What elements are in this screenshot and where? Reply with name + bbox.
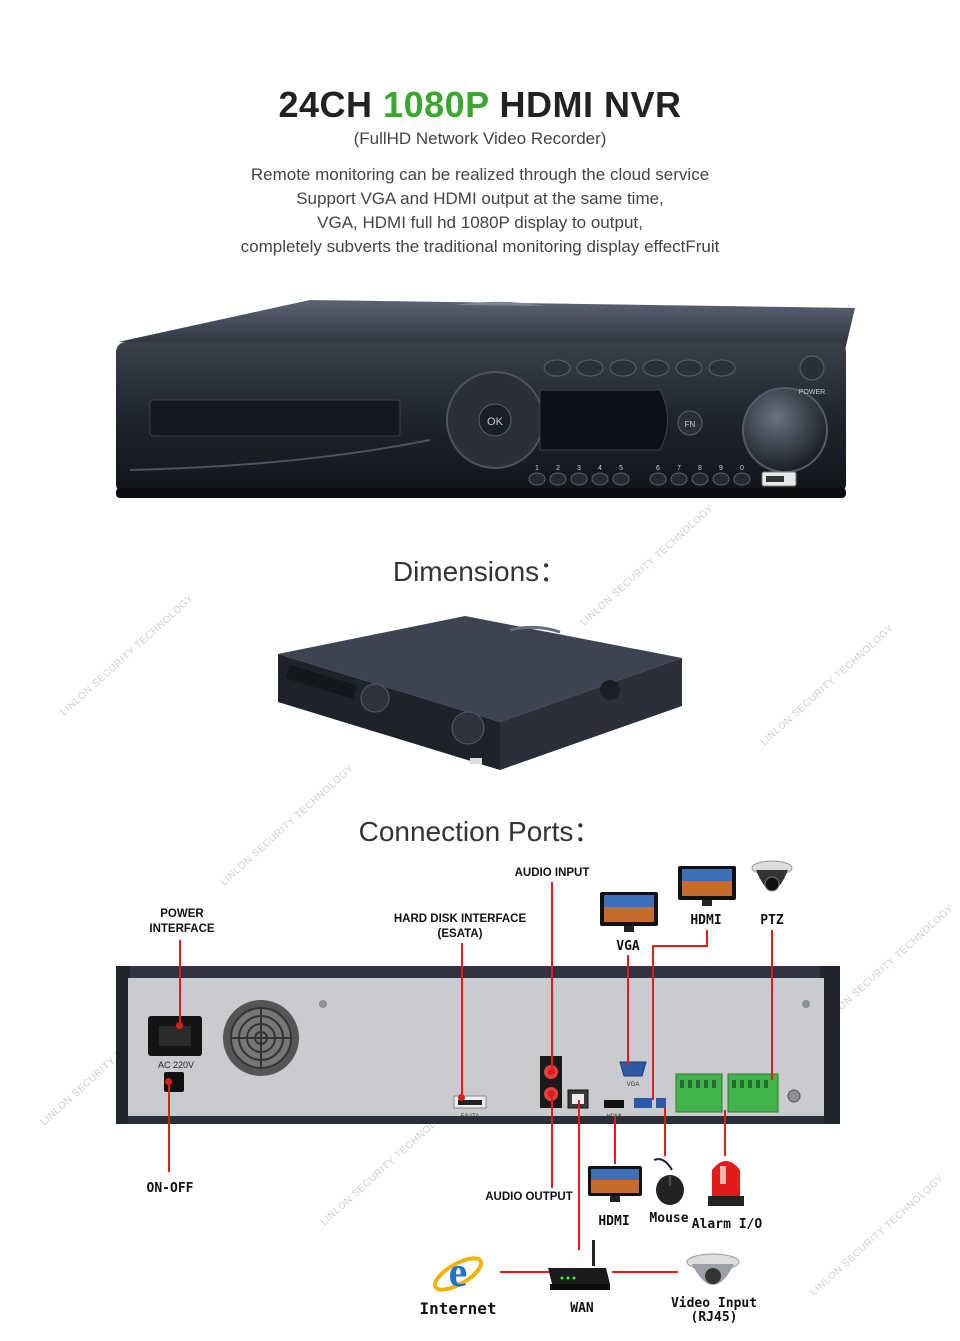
callout-video-input: Video Input (RJ45) — [664, 1297, 764, 1325]
ptz-camera-icon — [751, 860, 793, 892]
callout-audio-output: AUDIO OUTPUT — [485, 1191, 573, 1203]
callout-line: INTERFACE — [149, 923, 215, 935]
description-line: Support VGA and HDMI output at the same … — [296, 189, 664, 208]
callout-alarm: Alarm I/O — [691, 1217, 763, 1232]
callout-power-interface: POWER INTERFACE — [130, 907, 234, 937]
callout-line: POWER — [160, 908, 204, 920]
nvr-angle-image — [278, 616, 682, 770]
title-suffix: HDMI NVR — [489, 84, 682, 125]
watermark-text: LINLON SECURITY TECHNOLOGY — [58, 592, 197, 719]
callout-hdmi-bottom: HDMI — [598, 1214, 630, 1229]
fn-label: FN — [685, 420, 696, 429]
alarm-light-icon — [708, 1161, 744, 1206]
page-subtitle: (FullHD Network Video Recorder) — [353, 129, 607, 148]
callout-line: (RJ45) — [690, 1310, 738, 1325]
callout-line: (ESATA) — [437, 928, 483, 940]
ok-label: OK — [487, 416, 504, 428]
internet-explorer-icon: e — [432, 1250, 484, 1296]
callout-line: Video Input — [670, 1296, 758, 1311]
power-label: POWER — [799, 389, 825, 396]
vga-monitor-icon — [600, 892, 658, 932]
callout-on-off: ON-OFF — [146, 1181, 194, 1196]
watermark-text: LINLON SECURITY TECHNOLOGY — [808, 1172, 947, 1299]
page-title: 24CH 1080P HDMI NVR — [0, 84, 960, 126]
description-line: Remote monitoring can be realized throug… — [250, 165, 710, 184]
dome-camera-icon — [686, 1253, 740, 1285]
digit-label: 7 — [677, 465, 681, 472]
callout-hdmi-top: HDMI — [690, 913, 722, 928]
hdmi-output-monitor-icon — [588, 1166, 642, 1202]
esata-tag: ESATA — [461, 1114, 480, 1120]
callout-internet: Internet — [419, 1299, 497, 1318]
hdmi-monitor-icon — [678, 866, 736, 906]
callout-hard-disk: HARD DISK INTERFACE (ESATA) — [375, 912, 545, 942]
callout-ptz: PTZ — [760, 913, 784, 928]
section-title-dimensions: Dimensions： — [392, 556, 568, 587]
vga-tag: VGA — [627, 1082, 640, 1088]
nvr-front-image: OK FN POWER 1 2 3 4 5 6 7 8 9 0 — [116, 300, 855, 498]
title-prefix: 24CH — [278, 84, 384, 125]
digit-label: 9 — [719, 465, 723, 472]
digit-label: 5 — [619, 465, 623, 472]
mouse-icon — [653, 1158, 684, 1205]
router-icon — [548, 1240, 610, 1290]
digit-label: 6 — [656, 465, 660, 472]
digit-label: 2 — [556, 465, 560, 472]
description-line: VGA, HDMI full hd 1080P display to outpu… — [317, 213, 643, 232]
watermark-text: LINLON SECURITY TECHNOLOGY — [758, 622, 897, 749]
digit-label: 1 — [535, 465, 539, 472]
digit-label: 0 — [740, 465, 744, 472]
callout-wan: WAN — [570, 1301, 594, 1316]
svg-text:e: e — [449, 1250, 468, 1296]
callout-line: HARD DISK INTERFACE — [393, 913, 527, 925]
title-highlight: 1080P — [383, 84, 489, 125]
nvr-back-panel: AC 220V ESATA HDMI VGA — [116, 966, 840, 1124]
description-line: completely subverts the traditional moni… — [240, 237, 720, 256]
ac-label: AC 220V — [158, 1060, 194, 1070]
digit-label: 4 — [598, 465, 602, 472]
callout-mouse: Mouse — [649, 1211, 689, 1226]
callout-vga: VGA — [616, 939, 640, 954]
digit-label: 3 — [577, 465, 581, 472]
section-title-ports: Connection Ports： — [358, 816, 602, 847]
callout-audio-input: AUDIO INPUT — [514, 867, 590, 879]
digit-label: 8 — [698, 465, 702, 472]
